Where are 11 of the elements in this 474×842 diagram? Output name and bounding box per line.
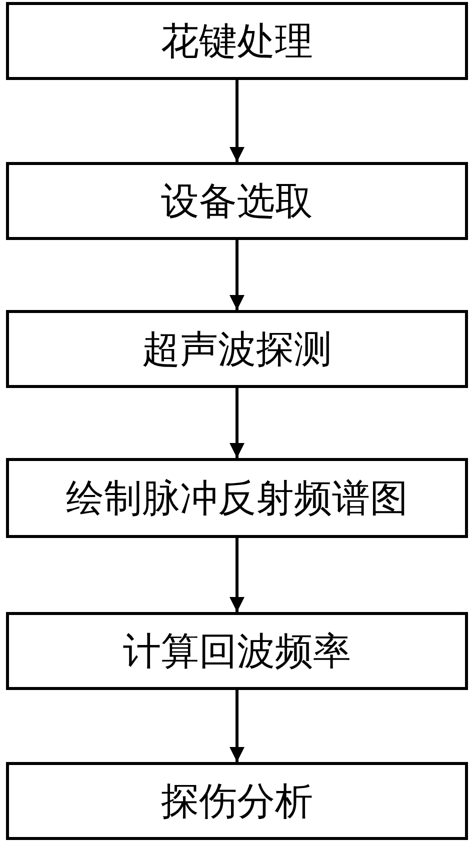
arrow xyxy=(230,240,244,310)
process-box: 花键处理 xyxy=(6,2,468,80)
process-box: 计算回波频率 xyxy=(6,612,468,690)
arrow xyxy=(230,690,244,762)
process-box: 探伤分析 xyxy=(6,762,468,840)
process-box: 设备选取 xyxy=(6,162,468,240)
arrow xyxy=(230,80,244,162)
process-box: 超声波探测 xyxy=(6,310,468,388)
arrow xyxy=(230,538,244,612)
process-box: 绘制脉冲反射频谱图 xyxy=(6,458,468,538)
arrow xyxy=(230,388,244,458)
